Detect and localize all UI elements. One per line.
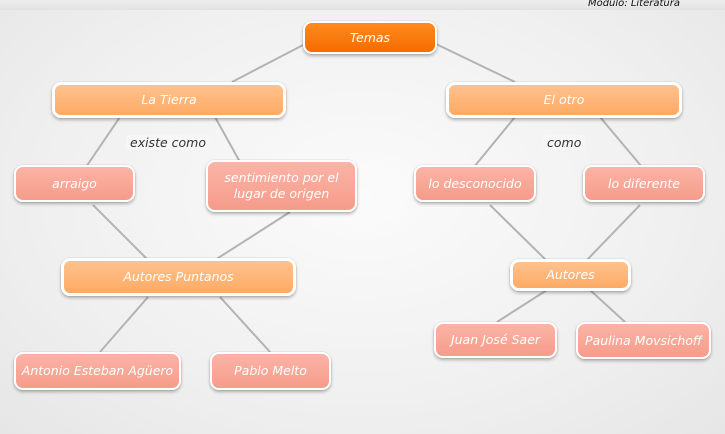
connector-arraigo-autores-puntanos <box>92 204 149 261</box>
connector-desconocido-autores <box>489 204 549 263</box>
node-arraigo: arraigo <box>14 165 135 202</box>
connector-la-tierra-arraigo <box>85 116 121 168</box>
connector-temas-el-otro <box>435 43 516 83</box>
connector-temas-la-tierra <box>231 43 306 83</box>
node-paulina-movsichoff: Paulina Movsichoff <box>576 322 711 359</box>
node-antonio-esteban-aguero: Antonio Esteban Agüero <box>14 352 181 390</box>
top-stripe <box>0 0 725 10</box>
connector-autores-puntanos-antonio <box>99 296 149 353</box>
connector-el-otro-diferente <box>599 116 643 168</box>
node-sentimiento: sentimiento por el lugar de origen <box>206 160 357 212</box>
node-pablo-melto: Pablo Melto <box>210 352 331 390</box>
connector-autores-puntanos-pablo <box>219 296 271 353</box>
node-lo-diferente: lo diferente <box>583 165 705 202</box>
module-label: Módulo: Literatura <box>587 0 680 9</box>
node-temas: Temas <box>303 21 437 54</box>
connector-autores-juan <box>496 289 548 323</box>
connector-sentimiento-autores-puntanos <box>214 211 291 261</box>
node-autores-puntanos: Autores Puntanos <box>61 258 296 296</box>
connector-el-otro-desconocido <box>473 116 516 168</box>
link-label-como: como <box>543 135 586 150</box>
node-autores: Autores <box>510 259 631 291</box>
link-label-existe-como: existe como <box>126 135 210 150</box>
connector-la-tierra-sentimiento <box>214 116 241 163</box>
node-el-otro: El otro <box>446 82 682 118</box>
node-la-tierra: La Tierra <box>52 82 286 118</box>
node-lo-desconocido: lo desconocido <box>414 165 536 202</box>
connector-diferente-autores <box>584 204 641 263</box>
node-juan-jose-saer: Juan José Saer <box>434 322 557 358</box>
connector-autores-paulina <box>589 289 626 323</box>
